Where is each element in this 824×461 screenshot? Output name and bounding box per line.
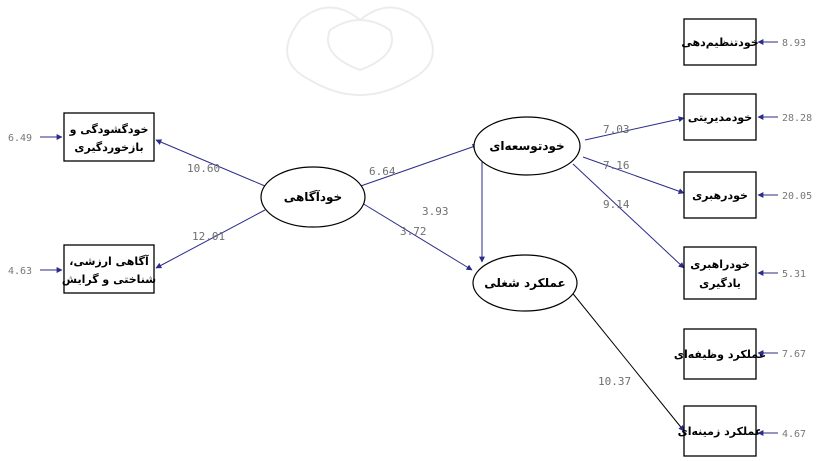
error-value-value: 4.63 xyxy=(8,266,32,277)
indicator-self-disclosure-line2: بازخوردگیری xyxy=(74,141,143,154)
indicator-self-management-label: خودمدیریتی xyxy=(688,111,752,124)
coef-dev-to-lead: 7.16 xyxy=(603,159,630,172)
coef-dev-to-perf: 3.93 xyxy=(422,205,449,218)
error-value-leadership: 20.05 xyxy=(782,191,812,202)
path-dev-to-learn xyxy=(572,163,685,269)
coef-perf-to-context: 10.37 xyxy=(598,375,631,388)
indicator-task-performance xyxy=(683,328,757,380)
latent-job-performance-label: عملکرد شغلی xyxy=(484,276,566,290)
path-aw-to-dev xyxy=(354,143,479,189)
error-value-management: 28.28 xyxy=(782,113,812,124)
indicator-self-management xyxy=(683,93,757,141)
error-value-regulation: 8.93 xyxy=(782,38,806,49)
error-value-context: 4.67 xyxy=(782,429,806,440)
indicator-task-performance-label: عملکرد وظیفه‌ای xyxy=(674,348,766,361)
indicator-self-learning xyxy=(683,246,757,300)
indicator-self-regulation xyxy=(683,18,757,66)
path-dev-to-mgmt xyxy=(584,116,685,141)
coef-aw-to-perf: 3.72 xyxy=(400,225,427,238)
latent-job-performance xyxy=(472,254,578,312)
indicator-contextual-performance-label: عملکرد زمینه‌ای xyxy=(678,425,763,438)
error-value-disclosure: 6.49 xyxy=(8,133,32,144)
indicator-self-learning-line1: خودراهبری xyxy=(690,258,750,271)
coef-aw-to-dev: 6.64 xyxy=(369,165,396,178)
path-aw-to-value xyxy=(155,209,266,269)
indicator-self-regulation-label: خودتنظیم‌دهی xyxy=(681,36,758,49)
path-perf-to-context xyxy=(569,289,685,432)
latent-self-awareness-label: خودآگاهی xyxy=(284,189,342,205)
indicator-contextual-performance xyxy=(683,405,757,457)
coef-dev-to-mgmt: 7.03 xyxy=(603,123,630,136)
path-dev-to-lead xyxy=(582,156,685,195)
indicator-self-leadership-label: خودرهبری xyxy=(692,189,748,202)
indicator-self-disclosure xyxy=(63,112,155,162)
indicator-value-awareness-line1: آگاهی ارزشی، xyxy=(69,254,149,268)
path-aw-to-perf xyxy=(361,202,473,271)
coef-aw-to-disclosure: 10.60 xyxy=(187,162,220,175)
path-aw-to-disclosure xyxy=(155,139,266,187)
indicator-value-awareness-line2: شناختی و گرایش xyxy=(62,273,156,286)
latent-self-development-label: خودتوسعه‌ای xyxy=(489,139,564,154)
latent-self-development xyxy=(473,116,581,176)
indicator-value-awareness xyxy=(63,244,155,294)
latent-self-awareness xyxy=(260,166,366,228)
indicator-self-disclosure-line1: خودگشودگی و xyxy=(69,123,149,136)
watermark-emblem xyxy=(286,6,434,96)
error-value-task: 7.67 xyxy=(782,349,806,360)
indicator-self-leadership xyxy=(683,171,757,219)
indicator-self-learning-line2: یادگیری xyxy=(699,277,741,290)
error-value-learning: 5.31 xyxy=(782,269,806,280)
coef-aw-to-value: 12.01 xyxy=(192,230,225,243)
coef-dev-to-learn: 9.14 xyxy=(603,198,630,211)
